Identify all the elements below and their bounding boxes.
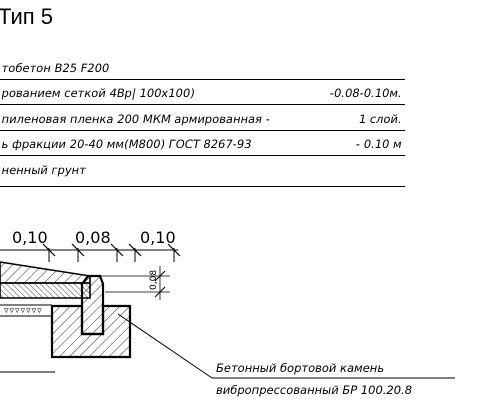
concrete-foundation [50, 304, 132, 359]
top-dimension-line [0, 243, 181, 262]
callout-leader [117, 313, 455, 379]
dim-vertical: 0,08 [149, 270, 159, 290]
vertical-dimension [100, 266, 170, 300]
curb-stone [80, 274, 105, 336]
table-rule [0, 79, 405, 80]
table-rule [0, 186, 405, 187]
callout-line-2: вибропрессованный БР 100.20.8 [216, 383, 412, 397]
svg-text:▿▿▿▿▿▿▿: ▿▿▿▿▿▿▿ [4, 306, 43, 316]
callout-line-1: Бетонный бортовой камень [216, 361, 384, 375]
dim-right: 0,10 [140, 228, 176, 247]
dim-left: 0,10 [12, 228, 48, 247]
table-rule [0, 155, 405, 156]
table-rule [0, 104, 405, 105]
section-title: Тип 5 [0, 4, 54, 29]
table-rule [0, 130, 405, 131]
dim-mid: 0,08 [75, 228, 111, 247]
